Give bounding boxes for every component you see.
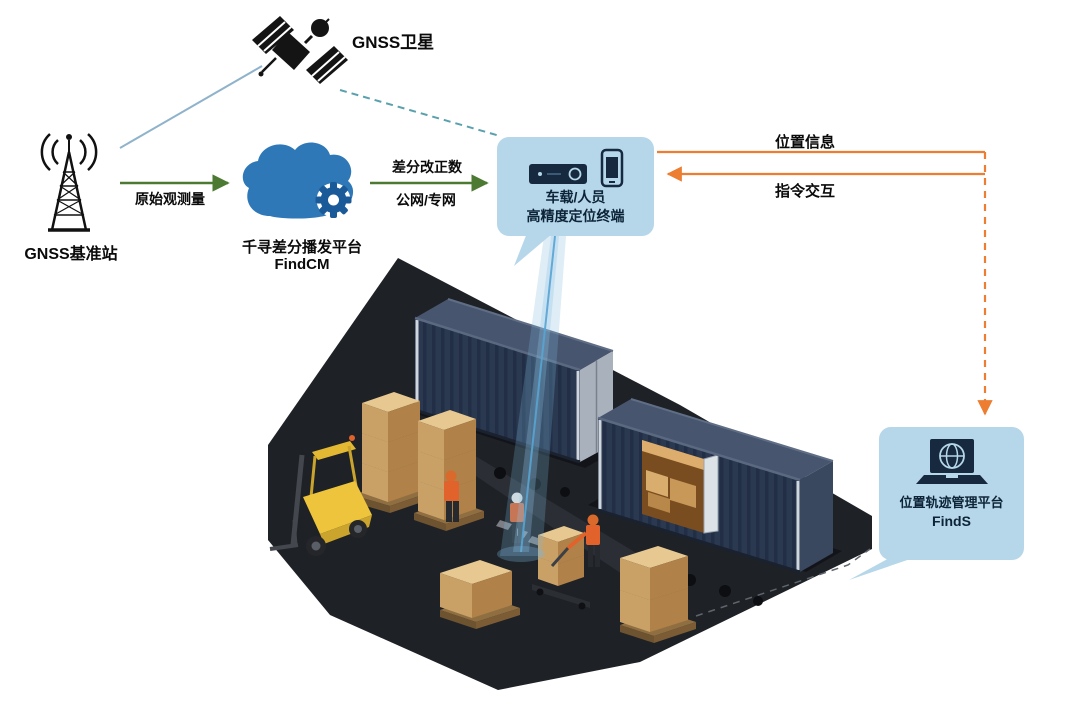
worker-illustration (444, 470, 459, 522)
cloud-platform-title: 千寻差分播发平台 (241, 239, 362, 256)
management-panel: 位置轨迹管理平台 FindS (879, 427, 1024, 560)
management-panel-subtitle: FindS (932, 513, 971, 529)
container-1-illustration (404, 298, 622, 497)
flow-network-label: 公网/专网 (396, 192, 456, 208)
terminal-label-line2: 高精度定位终端 (526, 208, 625, 224)
laptop-globe-icon (915, 439, 988, 484)
walkway (455, 454, 648, 574)
management-panel-tail (849, 556, 919, 580)
terminal-label-line1: 车载/人员 (545, 189, 606, 205)
management-panel-title: 位置轨迹管理平台 (899, 495, 1004, 510)
smartphone-icon (600, 148, 624, 188)
container-2-illustration (588, 398, 842, 606)
worker-illustration (510, 492, 524, 543)
worker-illustration (566, 514, 600, 567)
satellite-icon (252, 16, 348, 84)
terminal-panel-tail (514, 233, 553, 266)
positioning-beam (497, 235, 566, 562)
yard-marking (695, 548, 871, 617)
satellite-label: GNSS卫星 (352, 33, 435, 52)
radio-tower-icon (40, 133, 98, 232)
position-info-label: 位置信息 (774, 134, 835, 151)
flow-raw-observation-label: 原始观测量 (135, 191, 205, 207)
pallet-illustration (440, 560, 520, 629)
cloud-gear-icon (242, 142, 354, 219)
command-interaction-label: 指令交互 (774, 183, 835, 200)
cloud-platform-subtitle: FindCM (274, 256, 330, 273)
satellite-to-base-link (119, 65, 263, 149)
pallet-illustration (620, 546, 696, 643)
flow-correction-label: 差分改正数 (392, 159, 462, 175)
base-station-label: GNSS基准站 (24, 246, 118, 263)
forklift-illustration (269, 435, 372, 556)
receiver-box-icon (529, 164, 587, 184)
terminal-panel: 车载/人员 高精度定位终端 (497, 137, 654, 236)
satellite-to-terminal-link (339, 89, 501, 137)
pallet-stack-illustration (352, 392, 484, 531)
